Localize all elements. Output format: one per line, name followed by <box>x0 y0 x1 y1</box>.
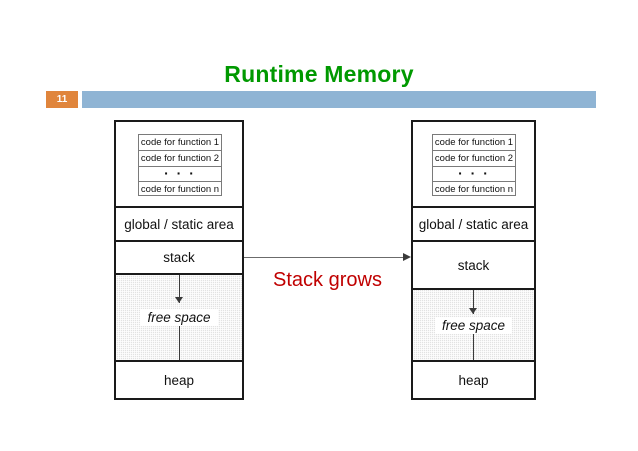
code-row: code for function n <box>140 184 220 195</box>
slide-header-bar: 11 <box>46 91 596 108</box>
code-row: code for function n <box>434 184 514 195</box>
memory-section-code-before: code for function 1 code for function 2 … <box>116 122 242 208</box>
code-function-table-after: code for function 1 code for function 2 … <box>432 134 516 196</box>
memory-section-global-before: global / static area <box>116 208 242 242</box>
slide-number-badge: 11 <box>46 91 78 108</box>
code-row: code for function 1 <box>433 135 515 151</box>
memory-section-label: heap <box>163 372 195 388</box>
code-row: code for function 2 <box>433 151 515 167</box>
page-title: Runtime Memory <box>224 61 414 87</box>
memory-section-label: free space <box>434 316 513 334</box>
stack-grows-arrow-icon <box>244 253 411 263</box>
memory-section-label: heap <box>458 372 489 388</box>
stack-growth-arrow-down-icon <box>174 275 184 303</box>
memory-section-code-after: code for function 1 code for function 2 … <box>413 122 534 208</box>
code-function-table-before: code for function 1 code for function 2 … <box>138 134 222 196</box>
stack-grows-caption: Stack grows <box>273 269 382 291</box>
stack-growth-arrow-down-icon <box>469 290 478 314</box>
memory-section-global-after: global / static area <box>413 208 534 242</box>
code-row: code for function 1 <box>139 135 221 151</box>
memory-section-label: free space <box>140 309 218 326</box>
memory-section-label: global / static area <box>124 216 234 232</box>
code-row-ellipsis: · · · <box>139 165 221 182</box>
memory-section-heap-after: heap <box>413 362 534 398</box>
memory-section-heap-before: heap <box>116 362 242 398</box>
memory-section-label: stack <box>457 257 490 273</box>
memory-section-label: stack <box>163 250 195 265</box>
memory-diagram-after: code for function 1 code for function 2 … <box>411 120 536 400</box>
memory-section-label: global / static area <box>418 216 529 232</box>
header-rule <box>82 91 596 108</box>
memory-section-free-before: free space <box>116 275 242 362</box>
memory-section-stack-before: stack <box>116 242 242 275</box>
code-row: code for function 2 <box>139 151 221 167</box>
code-row-ellipsis: · · · <box>433 165 515 182</box>
memory-section-free-after: free space <box>413 290 534 362</box>
memory-section-stack-after: stack <box>413 242 534 290</box>
memory-diagram-before: code for function 1 code for function 2 … <box>114 120 244 400</box>
